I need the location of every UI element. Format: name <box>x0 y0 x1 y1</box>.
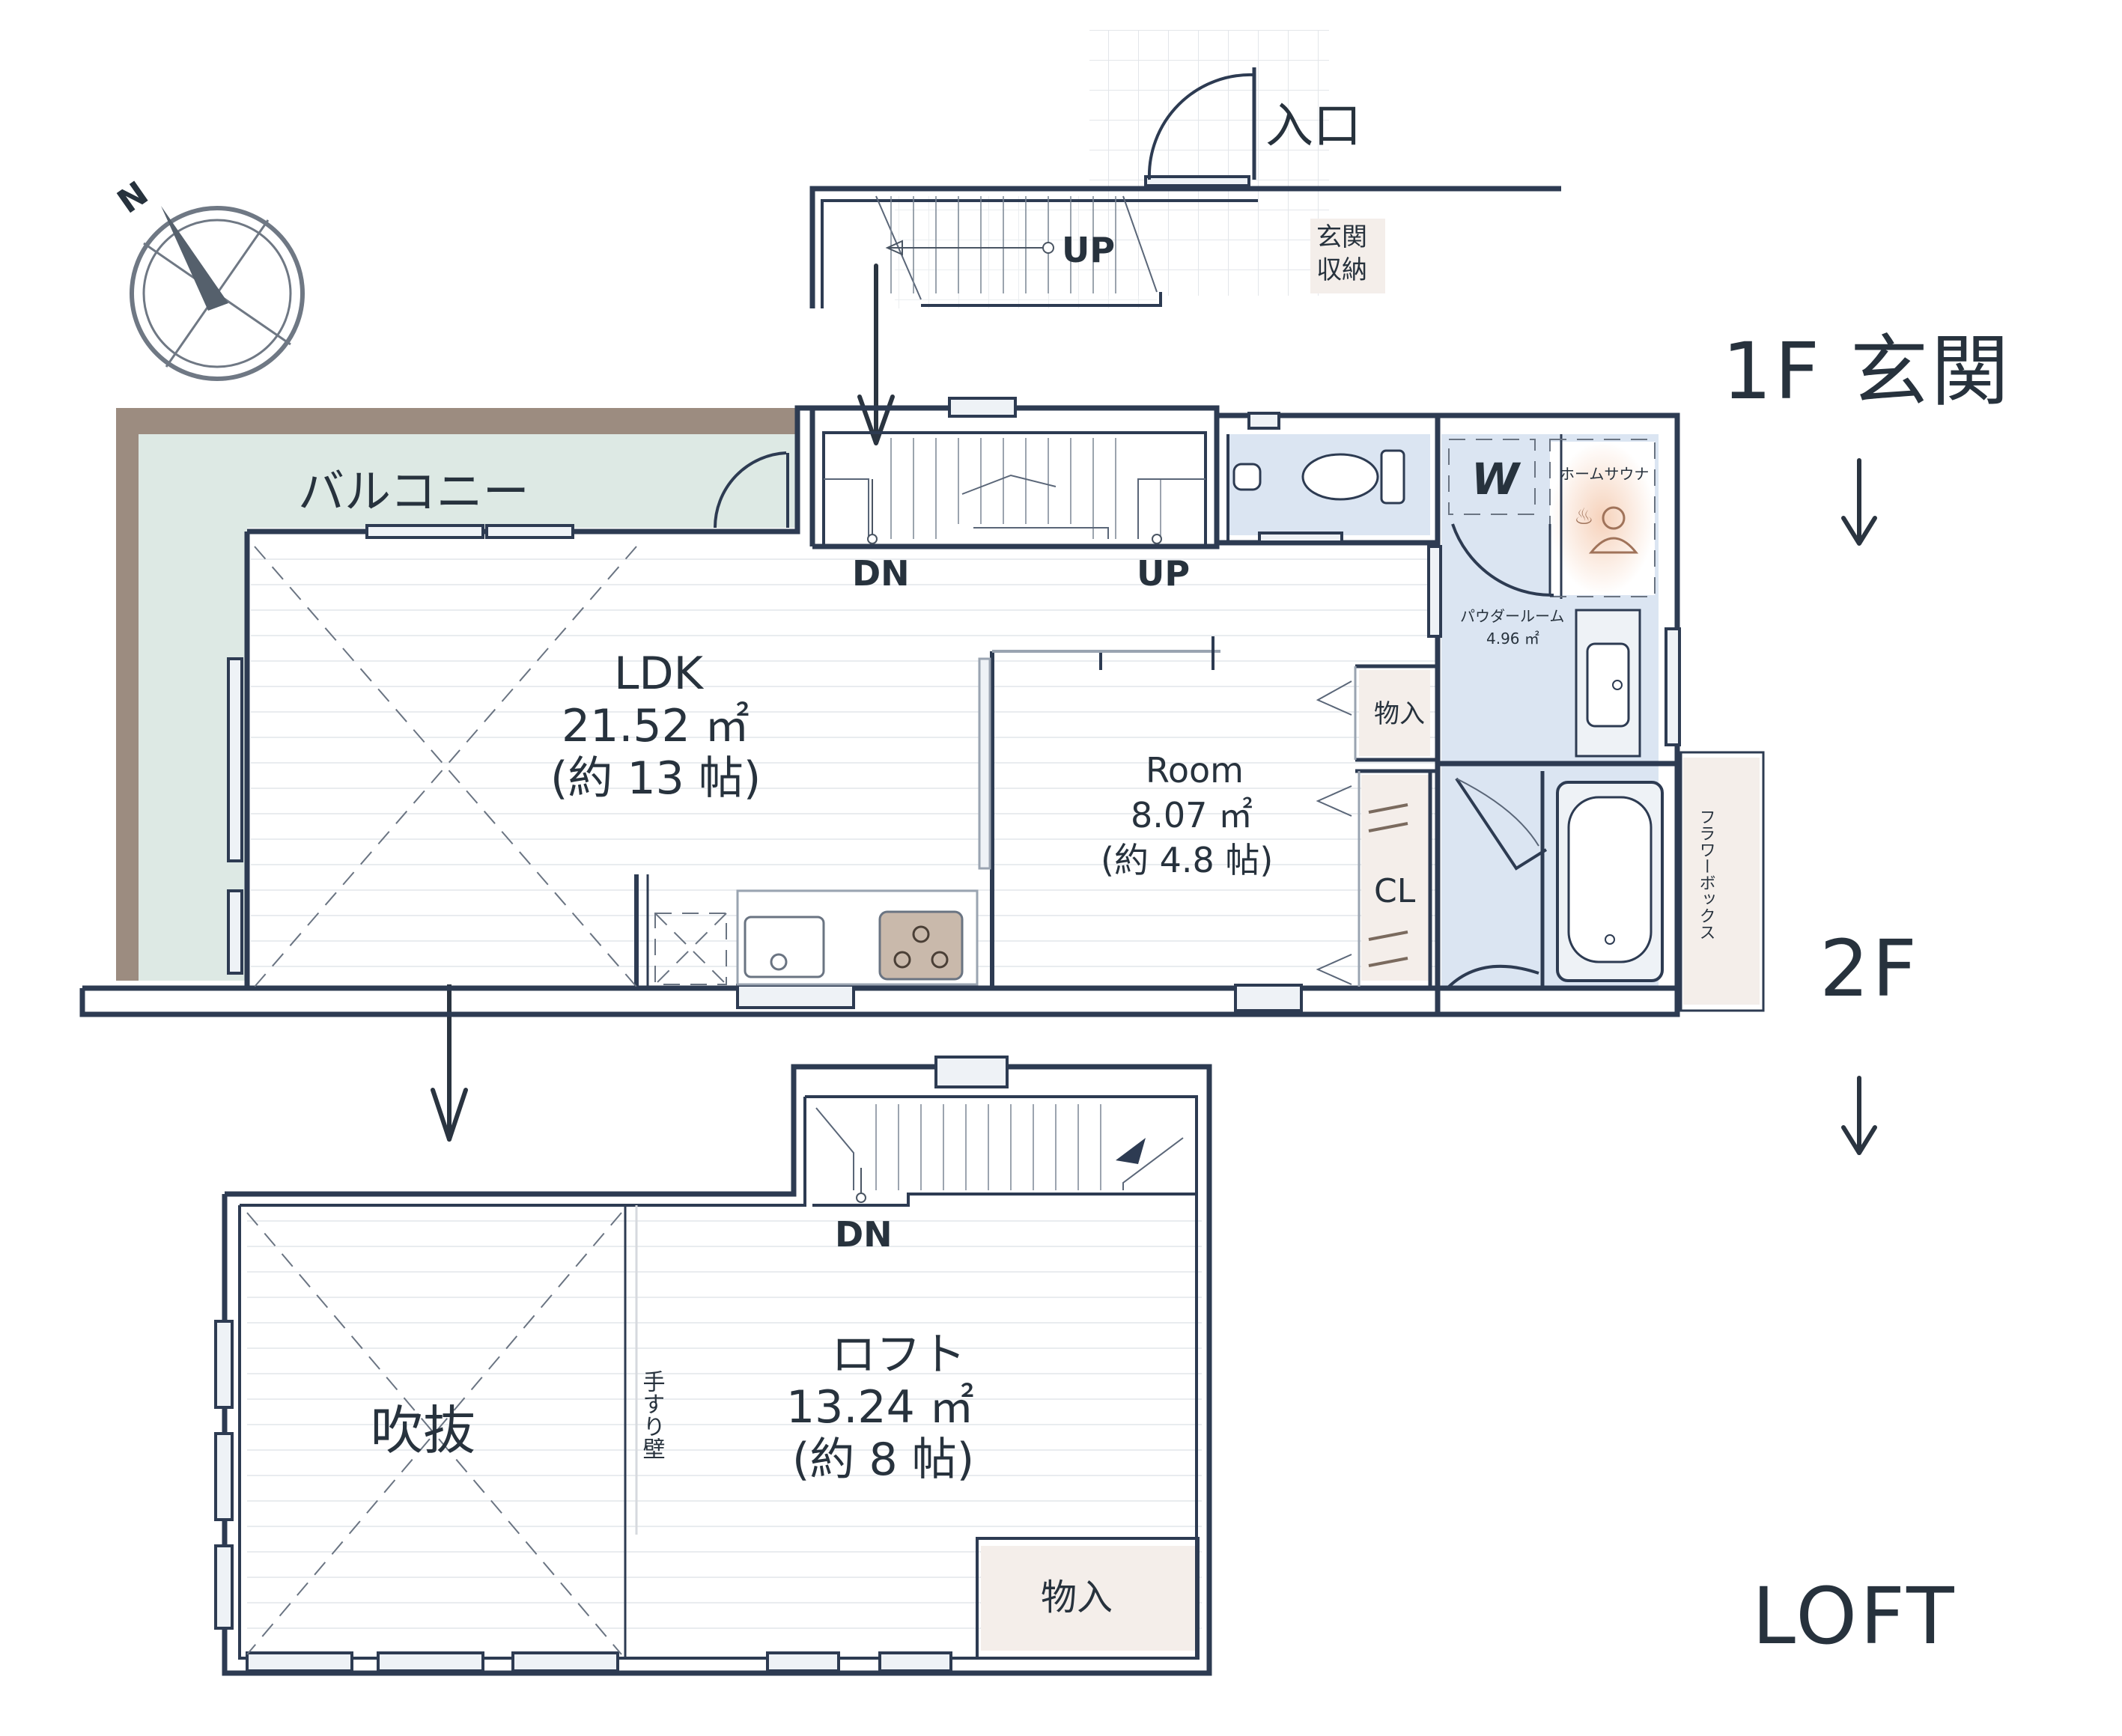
closet-label: CL <box>1374 872 1416 910</box>
window <box>1665 627 1681 746</box>
sink-icon <box>744 916 825 978</box>
floor-2f: バルコニー <box>79 397 1765 1017</box>
balcony-label: バルコニー <box>298 464 529 519</box>
dn-label-2f: DN <box>852 553 910 594</box>
bathtub-icon <box>1556 781 1664 982</box>
entrance-storage-label-2: 収納 <box>1316 255 1367 285</box>
sauna-label: ホームサウナ <box>1560 465 1649 483</box>
window <box>227 889 243 975</box>
ldk-name: LDK <box>614 648 705 700</box>
stove-icon <box>878 910 964 981</box>
void-label: 吹抜 <box>371 1400 475 1461</box>
window <box>214 1320 234 1409</box>
handrail-wall-label: 手すり壁 <box>639 1370 666 1460</box>
room-tatami: (約 4.8 帖) <box>1101 840 1273 880</box>
loft-area: 13.24 ㎡ <box>786 1381 974 1434</box>
ldk-area: 21.52 ㎡ <box>562 700 750 752</box>
floor-label-loft: LOFT <box>1752 1571 1957 1662</box>
stairs-loft <box>815 1104 1184 1203</box>
room-name: Room <box>1146 750 1244 791</box>
entrance-label: 入口 <box>1265 99 1361 154</box>
window <box>1234 984 1303 1012</box>
loft-name: ロフト <box>831 1329 966 1381</box>
window <box>878 1651 952 1672</box>
dn-label-loft: DN <box>835 1214 893 1255</box>
up-label-1f: UP <box>1062 230 1115 270</box>
stairs-1f <box>875 195 1158 300</box>
floor-loft: DN 吹抜 手すり壁 ロフト 13.24 ㎡ (約 8 帖) 物入 <box>214 1056 1212 1676</box>
loft-tatami: (約 8 帖) <box>792 1434 974 1486</box>
powder-room-label: パウダールーム <box>1460 607 1564 625</box>
window <box>736 984 855 1009</box>
window <box>377 1651 484 1672</box>
floor-label-1f: 1F 玄関 <box>1722 326 2012 417</box>
window <box>365 524 484 539</box>
window <box>1258 532 1343 543</box>
storage-label-loft: 物入 <box>1041 1577 1113 1618</box>
window <box>227 657 243 862</box>
window <box>1427 545 1442 638</box>
svg-text:♨: ♨ <box>1574 504 1594 530</box>
door-swing-icon <box>1451 523 1554 597</box>
storage-label-2f: 物入 <box>1374 699 1425 729</box>
toilet-icon <box>1232 449 1405 505</box>
window <box>1247 412 1280 430</box>
door-swing-icon <box>1147 73 1255 180</box>
flower-box-label: フラワーボックス <box>1697 808 1715 940</box>
entrance-storage-label-1: 玄関 <box>1316 222 1367 252</box>
window <box>934 1056 1009 1088</box>
sink-icon <box>1575 609 1641 758</box>
powder-room-area: 4.96 ㎡ <box>1486 630 1539 648</box>
wic-label: W <box>1471 454 1521 505</box>
stair-arrow-icon <box>1116 1138 1146 1164</box>
ldk-tatami: (約 13 帖) <box>550 752 761 805</box>
window <box>214 1432 234 1521</box>
entrance-1f: UP 入口 玄関 収納 <box>809 30 1561 308</box>
window <box>766 1651 840 1672</box>
window <box>948 397 1017 418</box>
compass-north-label: N <box>111 174 155 222</box>
window <box>511 1651 619 1672</box>
window <box>485 524 574 539</box>
window <box>214 1544 234 1630</box>
up-label-2f: UP <box>1137 553 1190 594</box>
floor-label-2f: 2F <box>1819 923 1920 1014</box>
sauna-icon: ♨ <box>1574 504 1639 554</box>
room-area: 8.07 ㎡ <box>1131 795 1253 835</box>
window <box>246 1651 353 1672</box>
compass-icon: N <box>111 174 305 381</box>
stairs-2f <box>824 438 1206 544</box>
closet-door-marks <box>1316 680 1408 985</box>
